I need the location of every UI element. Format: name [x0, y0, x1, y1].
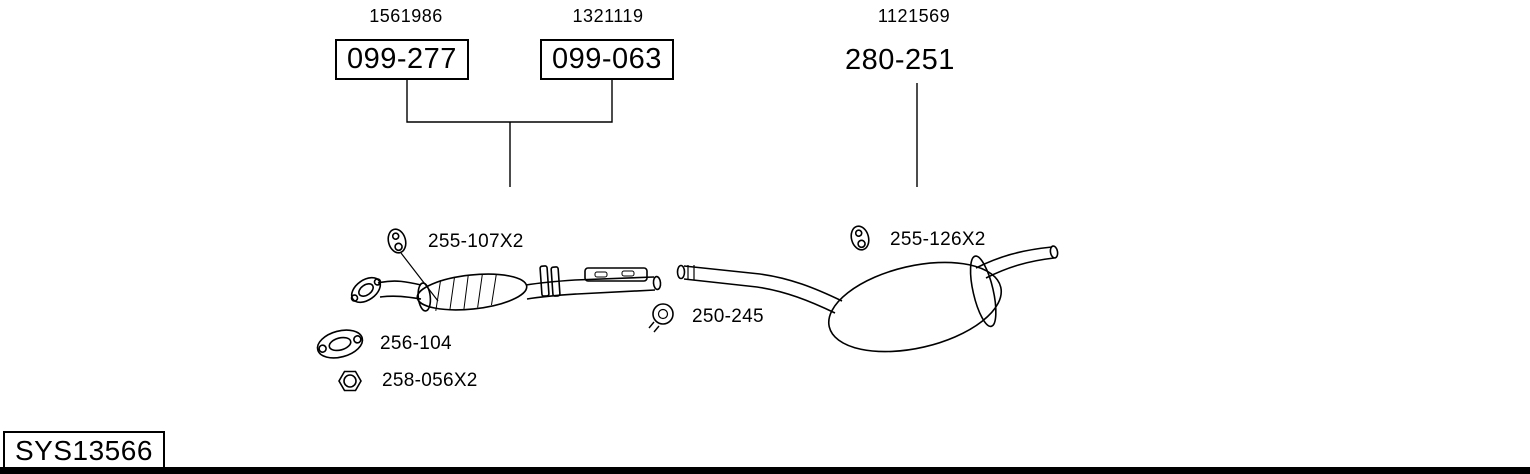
tailpipe-drawing [975, 245, 1059, 279]
rear-pipe-drawing [676, 264, 843, 314]
front-pipe-drawing [377, 252, 439, 302]
bottom-divider-bar [0, 467, 1530, 474]
gasket-icon [316, 329, 364, 359]
system-id-badge: SYS13566 [3, 431, 165, 471]
nut-icon [338, 370, 362, 392]
front-flange-drawing [350, 276, 382, 304]
part-label-clamp: 250-245 [692, 306, 764, 327]
catalog-ref-2: 1321119 [572, 6, 644, 26]
rubber-hanger-icon [850, 225, 870, 251]
part-code-middle: 099-063 [540, 39, 674, 80]
mid-pipe-drawing [525, 265, 662, 300]
clamp-icon [648, 303, 674, 333]
part-code-rear: 280-251 [845, 44, 955, 76]
catalog-ref-1: 1561986 [369, 6, 443, 26]
part-label-hanger-front: 255-107X2 [428, 231, 524, 252]
rear-muffler-drawing [827, 255, 1003, 353]
catalog-ref-3: 1121569 [877, 6, 951, 26]
part-label-hanger-rear: 255-126X2 [890, 229, 986, 250]
rubber-hanger-icon [387, 228, 407, 254]
catalytic-converter-drawing [416, 273, 528, 312]
part-label-nut: 258-056X2 [382, 370, 478, 391]
part-code-front: 099-277 [335, 39, 469, 80]
part-label-gasket: 256-104 [380, 333, 452, 354]
connector-lines [406, 79, 918, 187]
